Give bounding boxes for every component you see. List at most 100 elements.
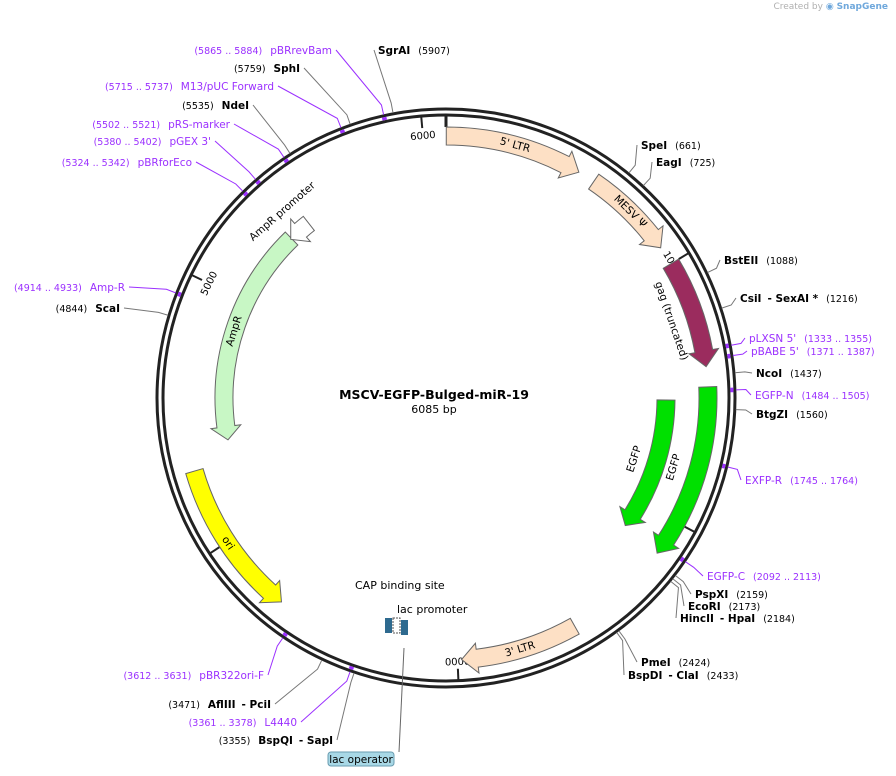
site-label[interactable]: NcoI(1437)	[756, 368, 822, 380]
tick-mark	[420, 116, 424, 129]
site-label[interactable]: (3471)AflIII- PciI	[168, 699, 271, 711]
primer-m13-puc-forward[interactable]: (5715 .. 5737)M13/pUC Forward	[105, 81, 274, 93]
site-label[interactable]: (5502 .. 5521)pRS-marker	[92, 119, 230, 131]
site-position: (2159)	[736, 590, 768, 601]
site-label[interactable]: EXFP-R(1745 .. 1764)	[745, 475, 858, 487]
site-label[interactable]: EGFP-C(2092 .. 2113)	[707, 571, 821, 583]
primer-amp-r[interactable]: (4914 .. 4933)Amp-R	[14, 282, 125, 294]
primer-l4440[interactable]: (3361 .. 3378)L4440	[189, 717, 297, 729]
site-name: PspXI	[695, 589, 728, 601]
site-position: (3471)	[168, 700, 200, 711]
plasmid-name[interactable]: MSCV-EGFP-Bulged-miR-19	[339, 387, 529, 402]
primer-egfp-n[interactable]: EGFP-N(1484 .. 1505)	[755, 390, 869, 402]
site-position: (5324 .. 5342)	[62, 158, 130, 169]
primer-egfp-c[interactable]: EGFP-C(2092 .. 2113)	[707, 571, 821, 583]
primer-exfp-r[interactable]: EXFP-R(1745 .. 1764)	[745, 475, 858, 487]
site-label[interactable]: (5715 .. 5737)M13/pUC Forward	[105, 81, 274, 93]
site-label[interactable]: (3612 .. 3631)pBR322ori-F	[123, 670, 264, 682]
site-position: (4844)	[56, 304, 88, 315]
feature-arrow[interactable]	[652, 385, 718, 554]
leader-line	[672, 578, 685, 607]
primer-pbrforeco[interactable]: (5324 .. 5342)pBRforEco	[62, 157, 192, 169]
site-label[interactable]: HincII- HpaI(2184)	[680, 613, 795, 625]
feature-5-ltr[interactable]: 5' LTR	[445, 126, 580, 179]
enzyme-bspdi[interactable]: BspDI- ClaI(2433)	[628, 670, 738, 682]
site-label[interactable]: (5759)SphI	[234, 63, 300, 75]
site-label[interactable]: EGFP-N(1484 .. 1505)	[755, 390, 869, 402]
primer-site-mark	[177, 291, 182, 298]
feature-arrow[interactable]	[460, 617, 580, 675]
site-label[interactable]: (5865 .. 5884)pBRrevBam	[194, 45, 332, 57]
enzyme-hincii[interactable]: HincII- HpaI(2184)	[680, 613, 795, 625]
site-position: (5907)	[418, 46, 450, 57]
enzyme-csii[interactable]: CsiI- SexAI *(1216)	[740, 293, 858, 305]
feature-3-ltr[interactable]: 3' LTR	[460, 617, 580, 675]
enzyme-ncoi[interactable]: NcoI(1437)	[756, 368, 822, 380]
site-name: ScaI	[95, 303, 120, 315]
site-label[interactable]: (5535)NdeI	[182, 100, 249, 112]
site-label[interactable]: (3361 .. 3378)L4440	[189, 717, 297, 729]
site-name: EagI	[656, 157, 682, 169]
enzyme-btgzi[interactable]: BtgZI(1560)	[756, 409, 828, 421]
site-label[interactable]: SgrAI(5907)	[378, 45, 450, 57]
site-name: HincII	[680, 613, 714, 625]
site-position: (5502 .. 5521)	[92, 120, 160, 131]
site-label[interactable]: (5380 .. 5402)pGEX 3'	[94, 136, 211, 148]
site-label[interactable]: CsiI- SexAI *(1216)	[740, 293, 858, 305]
enzyme-afliii[interactable]: (3471)AflIII- PciI	[168, 699, 271, 711]
site-label[interactable]: EcoRI(2173)	[688, 601, 760, 613]
primer-pbrrevbam[interactable]: (5865 .. 5884)pBRrevBam	[194, 45, 332, 57]
feature-arrow[interactable]	[662, 258, 720, 368]
enzyme-ecori[interactable]: EcoRI(2173)	[688, 601, 760, 613]
site-label[interactable]: BspDI- ClaI(2433)	[628, 670, 738, 682]
enzyme-scai[interactable]: (4844) ScaI	[56, 303, 120, 315]
enzyme-sphi[interactable]: (5759)SphI	[234, 63, 300, 75]
site-label[interactable]: SpeI(661)	[641, 140, 701, 152]
site-name: Amp-R	[90, 282, 125, 294]
feature-egfp[interactable]: EGFP	[619, 399, 676, 527]
feature-arrow[interactable]	[445, 126, 580, 179]
primer-pbabe-5[interactable]: pBABE 5'(1371 .. 1387)	[751, 346, 875, 358]
site-label[interactable]: EagI(725)	[656, 157, 715, 169]
feature-arrow[interactable]	[587, 173, 664, 249]
feature-mesv[interactable]: MESV Ψ	[587, 173, 664, 249]
feature-arrow[interactable]	[185, 467, 283, 604]
site-label[interactable]: PspXI (2159)	[695, 589, 768, 601]
primer-site-mark	[727, 353, 731, 359]
enzyme-sgrai[interactable]: SgrAI(5907)	[378, 45, 450, 57]
site-label[interactable]: (4914 .. 4933)Amp-R	[14, 282, 125, 294]
feature-arrow[interactable]	[290, 215, 316, 243]
primer-pbr322ori-f[interactable]: (3612 .. 3631)pBR322ori-F	[123, 670, 264, 682]
site-label[interactable]: pLXSN 5'(1333 .. 1355)	[749, 333, 872, 345]
enzyme-bsteii[interactable]: BstEII(1088)	[724, 255, 798, 267]
site-label[interactable]: (4844) ScaI	[56, 303, 120, 315]
site-label[interactable]: BtgZI(1560)	[756, 409, 828, 421]
site-label[interactable]: pBABE 5'(1371 .. 1387)	[751, 346, 875, 358]
enzyme-eagi[interactable]: EagI(725)	[656, 157, 715, 169]
leader-line	[628, 144, 638, 174]
enzyme-bspqi[interactable]: (3355)BspQI- SapI	[219, 735, 333, 747]
feature-arrow[interactable]	[209, 231, 299, 441]
feature-ampr[interactable]: AmpR	[209, 231, 299, 441]
site-label[interactable]: (5324 .. 5342)pBRforEco	[62, 157, 192, 169]
feature-ori[interactable]: ori	[185, 467, 283, 604]
primer-plxsn-5[interactable]: pLXSN 5'(1333 .. 1355)	[749, 333, 872, 345]
primer-prs-marker[interactable]: (5502 .. 5521)pRS-marker	[92, 119, 230, 131]
enzyme-spei[interactable]: SpeI(661)	[641, 140, 701, 152]
site-label[interactable]: BstEII(1088)	[724, 255, 798, 267]
site-position: (2092 .. 2113)	[753, 572, 821, 583]
enzyme-pspxi[interactable]: PspXI (2159)	[695, 589, 768, 601]
site-position: (1088)	[766, 256, 798, 267]
site-label[interactable]: PmeI(2424)	[641, 657, 710, 669]
lac-operator-badge[interactable]	[327, 751, 395, 767]
enzyme-pmei[interactable]: PmeI(2424)	[641, 657, 710, 669]
site-position: (1371 .. 1387)	[807, 347, 875, 358]
primer-pgex-3[interactable]: (5380 .. 5402)pGEX 3'	[94, 136, 211, 148]
feature-arrow[interactable]	[619, 399, 676, 527]
site-label[interactable]: (3355)BspQI- SapI	[219, 735, 333, 747]
enzyme-ndei[interactable]: (5535)NdeI	[182, 100, 249, 112]
cap-binding-site-box[interactable]	[385, 618, 392, 633]
lac-operator-box[interactable]	[401, 620, 408, 635]
lac-promoter-box[interactable]	[392, 617, 401, 634]
site-extra: - SexAI *	[767, 293, 818, 305]
